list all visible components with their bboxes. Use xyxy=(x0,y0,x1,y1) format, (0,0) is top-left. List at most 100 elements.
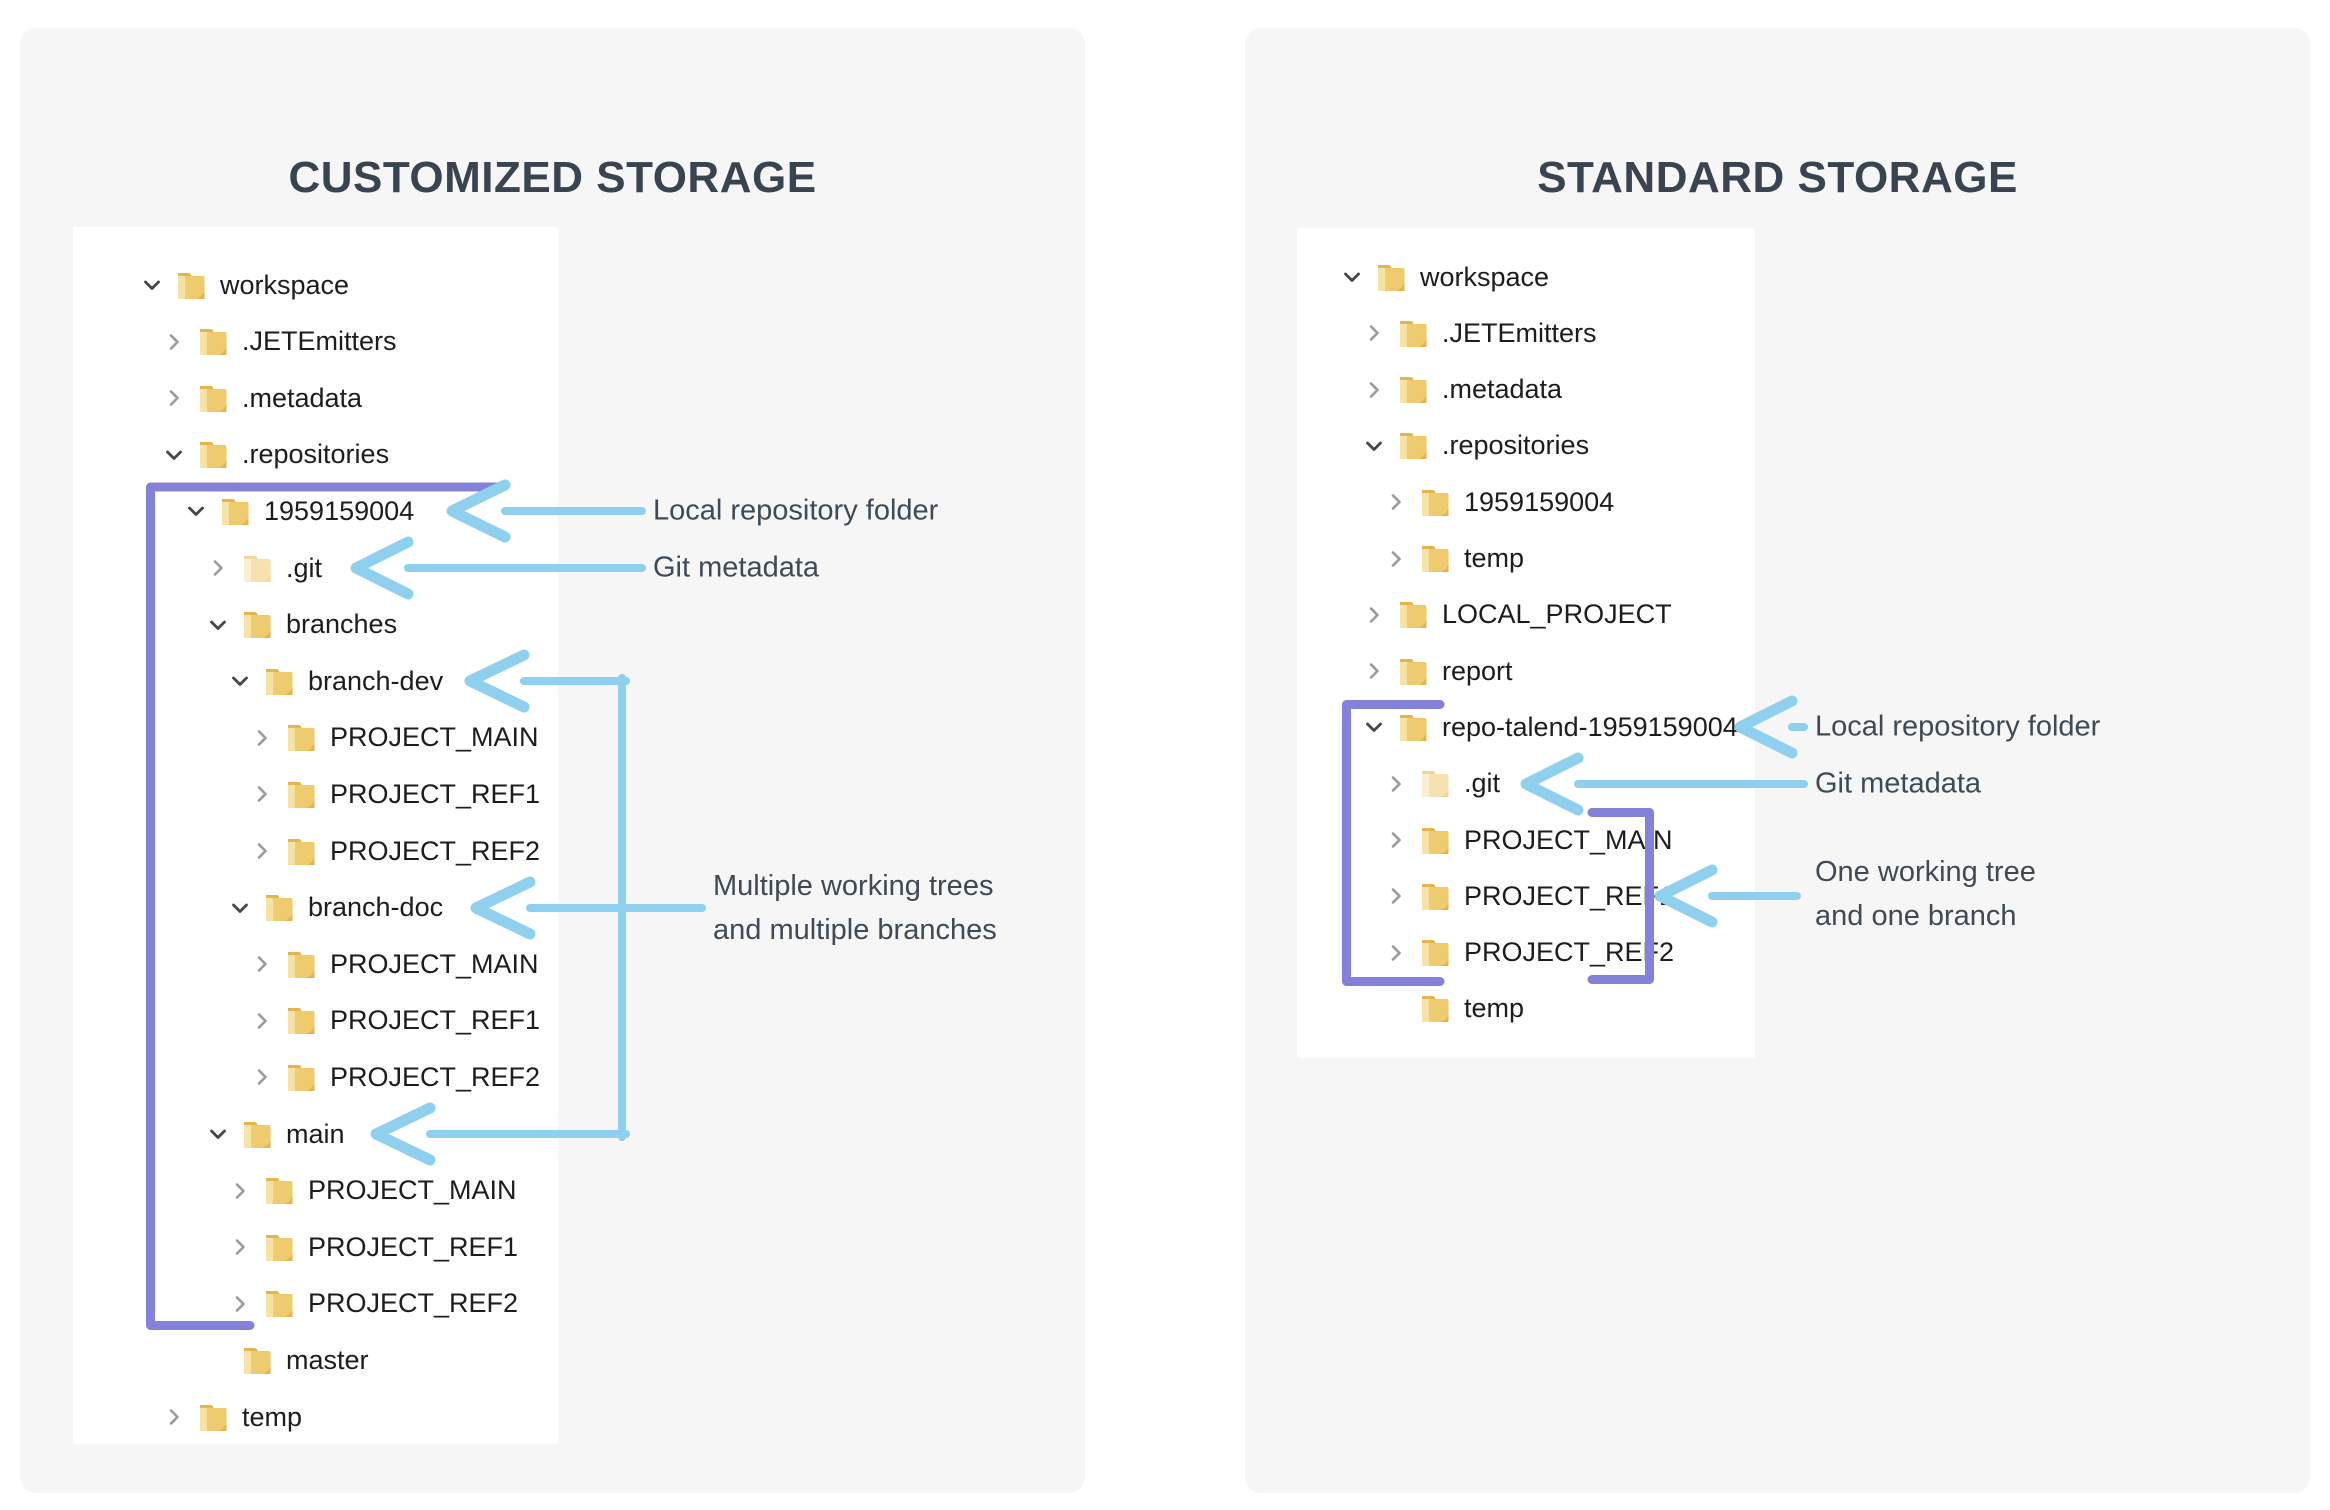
tree-item-project-main[interactable]: PROJECT_MAIN xyxy=(250,936,539,992)
tree-item-project-main[interactable]: PROJECT_MAIN xyxy=(250,710,539,766)
folder-icon xyxy=(1396,599,1430,630)
chevron-down-icon[interactable] xyxy=(140,273,164,297)
chevron-right-icon[interactable] xyxy=(1384,772,1408,796)
chevron-right-icon[interactable] xyxy=(1384,547,1408,571)
chevron-right-icon[interactable] xyxy=(1362,659,1386,683)
tree-item-1959159004[interactable]: 1959159004 xyxy=(184,483,414,539)
chevron-right-icon[interactable] xyxy=(162,386,186,410)
tree-item-label: .git xyxy=(1464,768,1501,799)
tree-item-project-main[interactable]: PROJECT_MAIN xyxy=(228,1163,517,1219)
chevron-right-icon[interactable] xyxy=(250,726,274,750)
folder-icon xyxy=(240,1345,274,1376)
chevron-down-icon[interactable] xyxy=(228,896,252,920)
tree-item-project-ref2[interactable]: PROJECT_REF2 xyxy=(250,1049,540,1105)
tree-item-project-ref1[interactable]: PROJECT_REF1 xyxy=(1384,868,1674,924)
tree-item-temp[interactable]: temp xyxy=(162,1389,302,1445)
tree-item-repositories[interactable]: .repositories xyxy=(162,427,389,483)
chevron-down-icon[interactable] xyxy=(1362,715,1386,739)
folder-icon xyxy=(218,496,252,527)
tree-item-git[interactable]: .git xyxy=(206,540,322,596)
tree-item-jetemitters[interactable]: .JETEmitters xyxy=(162,314,397,370)
tree-item-label: PROJECT_REF1 xyxy=(308,1231,519,1262)
folder-icon xyxy=(262,666,296,697)
customized-storage-file-tree: workspace .JETEmitters .metadata .reposi… xyxy=(73,227,558,1444)
chevron-right-icon[interactable] xyxy=(206,556,230,580)
tree-item-master[interactable]: master xyxy=(206,1332,369,1388)
tree-item-temp[interactable]: temp xyxy=(1384,981,1524,1037)
annotation-local-repository-folder-right: Local repository folder xyxy=(1815,710,2101,743)
tree-item-1959159004[interactable]: 1959159004 xyxy=(1384,474,1614,530)
chevron-right-icon[interactable] xyxy=(228,1292,252,1316)
standard-storage-panel: STANDARD STORAGE workspace .JETEmitters … xyxy=(1245,28,2310,1493)
tree-item-project-ref2[interactable]: PROJECT_REF2 xyxy=(1384,925,1674,981)
tree-item-metadata[interactable]: .metadata xyxy=(162,370,362,426)
chevron-down-icon[interactable] xyxy=(206,1122,230,1146)
folder-icon xyxy=(196,439,230,470)
folder-icon xyxy=(1418,768,1452,799)
chevron-down-icon[interactable] xyxy=(228,669,252,693)
chevron-right-icon[interactable] xyxy=(1384,941,1408,965)
tree-item-label: temp xyxy=(1464,543,1525,573)
chevron-right-icon[interactable] xyxy=(250,782,274,806)
tree-item-project-ref1[interactable]: PROJECT_REF1 xyxy=(250,993,540,1049)
tree-item-repo-talend-1959159004[interactable]: repo-talend-1959159004 xyxy=(1362,699,1738,755)
chevron-down-icon[interactable] xyxy=(162,443,186,467)
folder-icon xyxy=(284,949,318,980)
chevron-placeholder xyxy=(206,1348,230,1372)
tree-item-label: PROJECT_REF2 xyxy=(330,835,541,866)
chevron-down-icon[interactable] xyxy=(1362,434,1386,458)
chevron-right-icon[interactable] xyxy=(250,839,274,863)
chevron-right-icon[interactable] xyxy=(162,1405,186,1429)
tree-item-label: .repositories xyxy=(1442,430,1590,461)
tree-item-project-ref1[interactable]: PROJECT_REF1 xyxy=(228,1219,518,1275)
chevron-right-icon[interactable] xyxy=(1384,490,1408,514)
tree-item-temp[interactable]: temp xyxy=(1384,531,1524,587)
chevron-down-icon[interactable] xyxy=(184,499,208,523)
tree-item-repositories[interactable]: .repositories xyxy=(1362,418,1589,474)
tree-item-project-ref2[interactable]: PROJECT_REF2 xyxy=(228,1276,518,1332)
tree-item-label: branches xyxy=(286,609,398,640)
tree-item-label: workspace xyxy=(1420,261,1550,292)
tree-item-project-ref2[interactable]: PROJECT_REF2 xyxy=(250,823,540,879)
tree-item-branch-dev[interactable]: branch-dev xyxy=(228,653,443,709)
folder-icon xyxy=(240,1119,274,1150)
tree-item-project-ref1[interactable]: PROJECT_REF1 xyxy=(250,766,540,822)
chevron-right-icon[interactable] xyxy=(1384,828,1408,852)
tree-item-label: workspace xyxy=(220,269,350,300)
tree-item-main[interactable]: main xyxy=(206,1106,345,1162)
annotation-multiple-working-trees: Multiple working trees and multiple bran… xyxy=(713,864,997,952)
annotation-local-repository-folder-left: Local repository folder xyxy=(653,494,939,527)
chevron-right-icon[interactable] xyxy=(1362,378,1386,402)
chevron-right-icon[interactable] xyxy=(1362,603,1386,627)
chevron-right-icon[interactable] xyxy=(250,952,274,976)
folder-icon xyxy=(1418,993,1452,1024)
tree-item-workspace[interactable]: workspace xyxy=(140,257,349,313)
tree-item-jetemitters[interactable]: .JETEmitters xyxy=(1362,305,1597,361)
standard-storage-file-tree: workspace .JETEmitters .metadata .reposi… xyxy=(1297,228,1755,1058)
chevron-right-icon[interactable] xyxy=(162,330,186,354)
chevron-right-icon[interactable] xyxy=(228,1235,252,1259)
folder-icon xyxy=(262,1288,296,1319)
tree-item-local-project[interactable]: LOCAL_PROJECT xyxy=(1362,587,1672,643)
chevron-right-icon[interactable] xyxy=(1362,321,1386,345)
tree-item-project-main[interactable]: PROJECT_MAIN xyxy=(1384,812,1673,868)
chevron-right-icon[interactable] xyxy=(250,1065,274,1089)
chevron-right-icon[interactable] xyxy=(228,1179,252,1203)
folder-icon xyxy=(1418,881,1452,912)
chevron-right-icon[interactable] xyxy=(250,1009,274,1033)
tree-item-git[interactable]: .git xyxy=(1384,756,1500,812)
customized-storage-panel: CUSTOMIZED STORAGE workspace .JETEmitter… xyxy=(20,28,1085,1493)
tree-item-branches[interactable]: branches xyxy=(206,597,397,653)
tree-item-branch-doc[interactable]: branch-doc xyxy=(228,880,443,936)
tree-item-metadata[interactable]: .metadata xyxy=(1362,362,1562,418)
chevron-down-icon[interactable] xyxy=(206,613,230,637)
folder-icon xyxy=(262,1232,296,1263)
tree-item-label: PROJECT_MAIN xyxy=(1464,824,1673,855)
tree-item-report[interactable]: report xyxy=(1362,643,1513,699)
tree-item-label: PROJECT_REF2 xyxy=(1464,937,1675,968)
tree-item-label: PROJECT_MAIN xyxy=(330,948,539,979)
tree-item-workspace[interactable]: workspace xyxy=(1340,249,1549,305)
chevron-down-icon[interactable] xyxy=(1340,265,1364,289)
chevron-right-icon[interactable] xyxy=(1384,884,1408,908)
